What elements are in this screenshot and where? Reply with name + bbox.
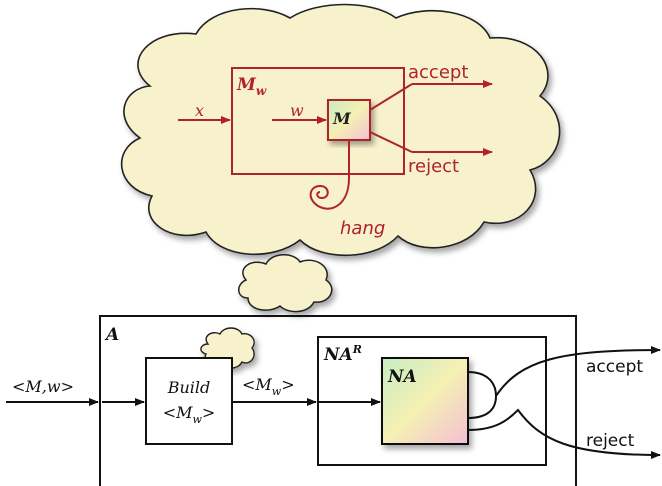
reject-label: reject	[586, 431, 635, 451]
cross-to-accept	[495, 346, 661, 397]
cloud-reject-arrow	[369, 131, 413, 153]
mw-box	[231, 67, 405, 175]
mw-arrow-label: <Mw>	[242, 375, 295, 398]
small-cloud-middle	[238, 254, 333, 313]
accept-label: accept	[586, 357, 643, 377]
cross-to-reject	[467, 408, 661, 459]
build-box	[145, 357, 233, 445]
input-label: <M,w>	[12, 377, 74, 396]
cloud-reject-label: reject	[408, 156, 459, 177]
w-input-label: w	[290, 101, 304, 120]
machine-a-label: A	[104, 325, 119, 345]
x-input-label: x	[195, 101, 204, 120]
inner-m-box	[327, 99, 371, 141]
build-mw-label: <Mw>	[163, 403, 216, 426]
na-box	[381, 357, 469, 445]
cloud-accept-arrow	[369, 83, 413, 111]
na-label: NA	[387, 367, 417, 387]
inner-m-label: M	[332, 109, 352, 128]
cloud-accept-label: accept	[408, 62, 468, 83]
build-label: Build	[167, 378, 211, 397]
hang-spiral	[309, 140, 350, 210]
mw-label: Mw	[236, 75, 267, 98]
nar-label: NAR	[323, 343, 362, 365]
machine-a-box	[99, 315, 577, 486]
hang-label: hang	[340, 218, 385, 239]
